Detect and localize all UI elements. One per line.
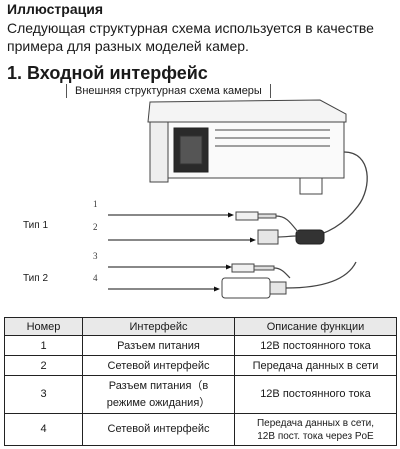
interface-table: Номер Интерфейс Описание функции 1 Разъе… <box>4 317 397 446</box>
cell-interface: Разъем питания <box>82 335 235 356</box>
diagram-caption: Внешняя структурная схема камеры <box>66 84 271 98</box>
cell-interface: Сетевой интерфейс <box>82 413 235 446</box>
connector-number-1: 1 <box>93 199 98 209</box>
cell-description: 12В постоянного тока <box>234 335 397 356</box>
cell-description-line: 12В пост. тока через PoE <box>257 430 374 442</box>
header-number: Номер <box>4 317 83 336</box>
table-row: 2 Сетевой интерфейс Передача данных в се… <box>4 355 397 376</box>
cell-description: Передача данных в сети <box>234 355 397 376</box>
table-header-row: Номер Интерфейс Описание функции <box>4 317 397 336</box>
connector-number-2: 2 <box>93 222 98 232</box>
header-interface: Интерфейс <box>82 317 235 336</box>
section-title: 1. Входной интерфейс <box>7 63 208 83</box>
intro-text: Следующая структурная схема используется… <box>7 20 374 54</box>
connector-number-4: 4 <box>93 273 98 283</box>
cell-description: 12В постоянного тока <box>234 375 397 414</box>
cell-interface: Сетевой интерфейс <box>82 355 235 376</box>
table-row: 1 Разъем питания 12В постоянного тока <box>4 335 397 356</box>
camera-illustration <box>108 99 368 299</box>
type-2-label: Тип 2 <box>23 273 49 284</box>
table-row: 3 Разъем питания（в режиме ожидания） 12В … <box>4 375 397 414</box>
camera-diagram: Тип 1 Тип 2 1 2 3 4 <box>0 96 400 310</box>
type-1-label: Тип 1 <box>23 220 49 231</box>
cell-interface-line: режиме ожидания） <box>106 396 211 409</box>
cell-interface: Разъем питания（в режиме ожидания） <box>82 375 235 414</box>
cell-description-line: Передача данных в сети, <box>256 417 375 429</box>
connector-number-3: 3 <box>93 251 98 261</box>
intro-block: Иллюстрация Следующая структурная схема … <box>7 1 397 55</box>
cell-number: 3 <box>4 375 83 414</box>
cell-number: 2 <box>4 355 83 376</box>
intro-title: Иллюстрация <box>7 1 103 17</box>
header-description: Описание функции <box>234 317 397 336</box>
cell-interface-line: Разъем питания（в <box>108 379 209 392</box>
table-row: 4 Сетевой интерфейс Передача данных в се… <box>4 413 397 446</box>
cell-number: 1 <box>4 335 83 356</box>
cell-number: 4 <box>4 413 83 446</box>
cell-description: Передача данных в сети, 12В пост. тока ч… <box>234 413 397 446</box>
